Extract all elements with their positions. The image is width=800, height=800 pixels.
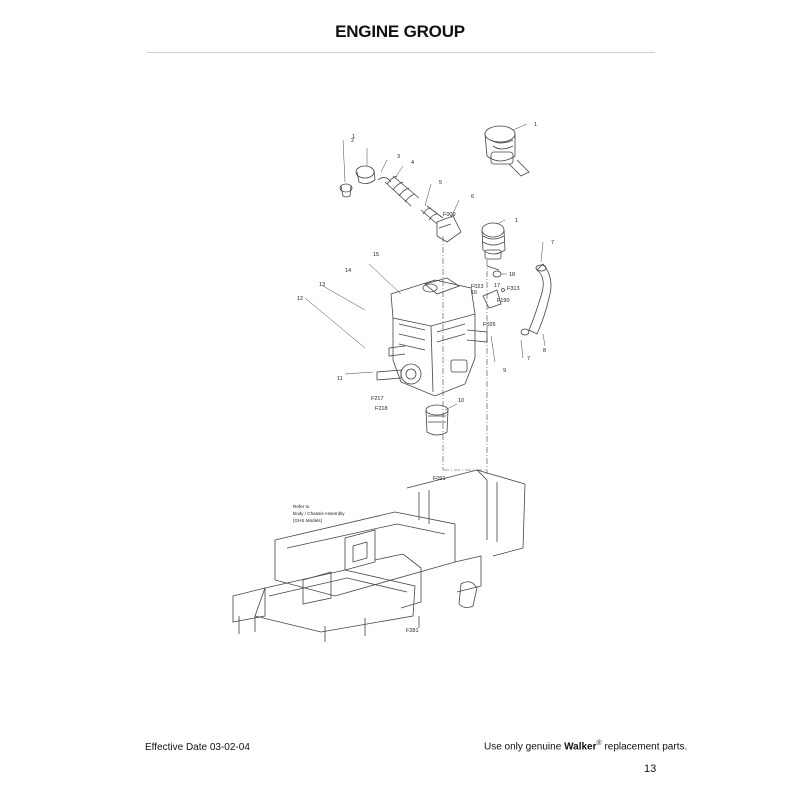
notice-prefix: Use only genuine: [484, 741, 562, 753]
note-line: (GHS Models): [293, 518, 323, 523]
callout-label: 15: [373, 252, 379, 258]
callout-label: 14: [345, 268, 351, 274]
callout-label: 5: [439, 180, 442, 186]
callout-label: 2: [351, 138, 354, 144]
engine-exploded-diagram: 1 1 2 3 4 5 6 1 7 7 8 9 10 11 12 13 14 1…: [232, 122, 554, 642]
air-cleaner-bracket: [436, 215, 506, 278]
engine-block: [376, 277, 488, 397]
title-divider: [147, 52, 655, 53]
page-number: 13: [644, 763, 657, 775]
callout-label: F217: [371, 396, 384, 402]
callout-label: 12: [297, 296, 303, 302]
callout-label: F023: [471, 284, 484, 290]
callout-label: 4: [411, 160, 414, 166]
callout-label: 13: [319, 282, 325, 288]
callout-labels: 1 1 2 3 4 5 6 1 7 7 8 9 10 11 12 13 14 1…: [297, 122, 554, 634]
air-cleaner-part: [484, 125, 530, 177]
note-line: Refer to: [293, 504, 310, 509]
callout-label: 6: [471, 194, 474, 200]
callout-label: 7: [527, 356, 530, 362]
callout-label: 1: [515, 218, 518, 224]
callout-label: F009: [443, 212, 456, 218]
callout-label: 1: [534, 122, 537, 128]
alignment-lines: [442, 236, 488, 474]
oil-filter: [425, 404, 449, 436]
genuine-parts-notice: Use only genuine Walker® replacement par…: [484, 740, 687, 752]
callout-label: 9: [503, 368, 506, 374]
callout-label: F026: [483, 322, 496, 328]
callout-label: F218: [375, 406, 388, 412]
callout-label: 7: [551, 240, 554, 246]
callout-label: 17: [494, 283, 500, 289]
intake-hose: [520, 263, 552, 336]
precleaner-parts: [339, 165, 444, 225]
callout-label: 1: [352, 134, 355, 140]
callout-label: 10: [458, 398, 464, 404]
callout-label: F281: [406, 628, 419, 634]
chassis-frame: [232, 469, 526, 642]
callout-label: F190: [497, 298, 510, 304]
reference-note: Refer to Body / Chassis Assembly (GHS Mo…: [293, 504, 345, 523]
brand-name: Walker: [564, 741, 597, 753]
callout-label: F091: [433, 476, 446, 482]
callout-label: 8: [543, 348, 546, 354]
effective-date: Effective Date 03-02-04: [145, 742, 250, 753]
callout-label: 16: [471, 290, 477, 296]
callout-label: 3: [397, 154, 400, 160]
callout-label: 11: [337, 376, 343, 382]
registered-mark: ®: [596, 740, 602, 747]
note-line: Body / Chassis Assembly: [293, 511, 345, 516]
callout-label: F313: [507, 286, 520, 292]
leader-lines: [304, 123, 546, 411]
callout-label: 18: [509, 272, 515, 278]
notice-suffix: replacement parts.: [604, 741, 688, 753]
page-title: ENGINE GROUP: [335, 22, 465, 41]
